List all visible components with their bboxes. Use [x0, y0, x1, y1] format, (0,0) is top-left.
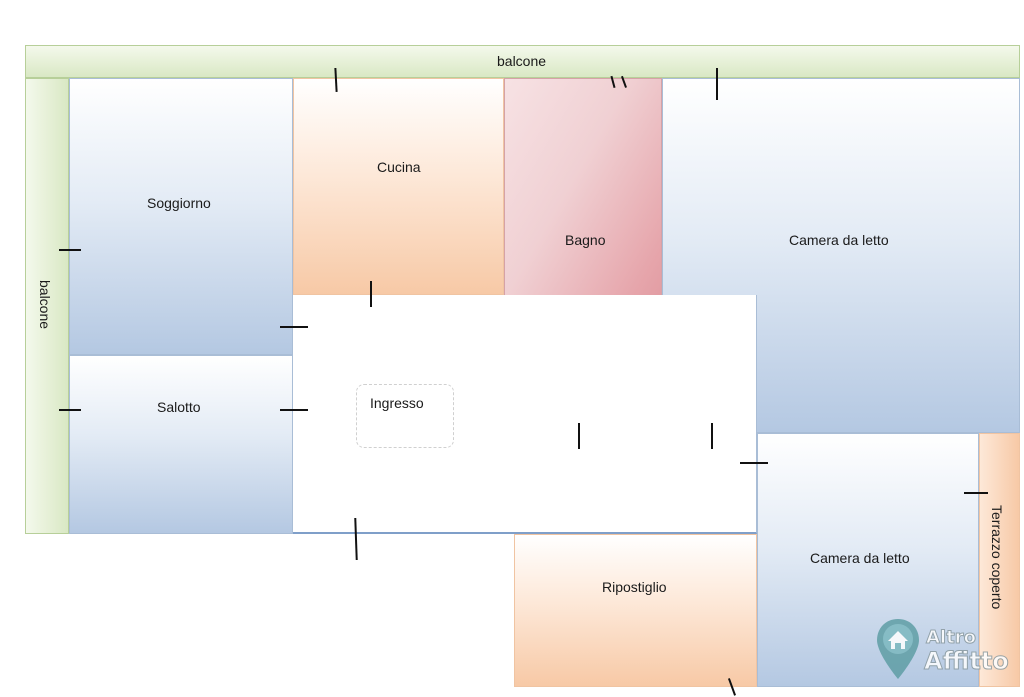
- door-marker: [280, 326, 308, 328]
- door-marker: [370, 281, 372, 307]
- door-marker: [59, 249, 81, 251]
- room-camera-1-label: Camera da letto: [789, 232, 889, 248]
- room-cucina-label: Cucina: [377, 159, 421, 175]
- door-marker: [280, 409, 308, 411]
- door-marker: [578, 423, 580, 449]
- room-terrazzo: [979, 433, 1020, 687]
- door-marker: [711, 423, 713, 449]
- room-camera-2-label: Camera da letto: [810, 550, 910, 566]
- balcony-top-label: balcone: [497, 53, 547, 69]
- room-camera-2: [757, 433, 979, 687]
- room-soggiorno-label: Soggiorno: [147, 195, 211, 211]
- watermark-text-2: Affitto: [924, 647, 1010, 676]
- room-cucina: [293, 78, 504, 295]
- room-bagno-label: Bagno: [565, 232, 606, 248]
- room-salotto: [69, 355, 293, 534]
- door-marker: [59, 409, 81, 411]
- room-ripostiglio-label: Ripostiglio: [602, 579, 667, 595]
- door-marker: [964, 492, 988, 494]
- room-ingresso-label: Ingresso: [370, 395, 424, 411]
- watermark-logo: Altro Affitto: [874, 617, 1019, 683]
- room-ingresso: [293, 295, 757, 534]
- room-salotto-label: Salotto: [157, 399, 201, 415]
- watermark-text-1: Altro: [926, 627, 977, 649]
- room-ripostiglio: [514, 534, 757, 687]
- balcony-left: [25, 78, 69, 534]
- door-marker: [716, 68, 718, 100]
- house-pin-icon: [877, 619, 919, 679]
- ingresso-rug: [356, 384, 454, 448]
- room-soggiorno: [69, 78, 293, 355]
- balcony-left-label: balcone: [37, 280, 53, 330]
- door-marker: [740, 462, 768, 464]
- balcony-top: [25, 45, 1020, 78]
- room-terrazzo-label: Terrazzo coperto: [989, 505, 1005, 610]
